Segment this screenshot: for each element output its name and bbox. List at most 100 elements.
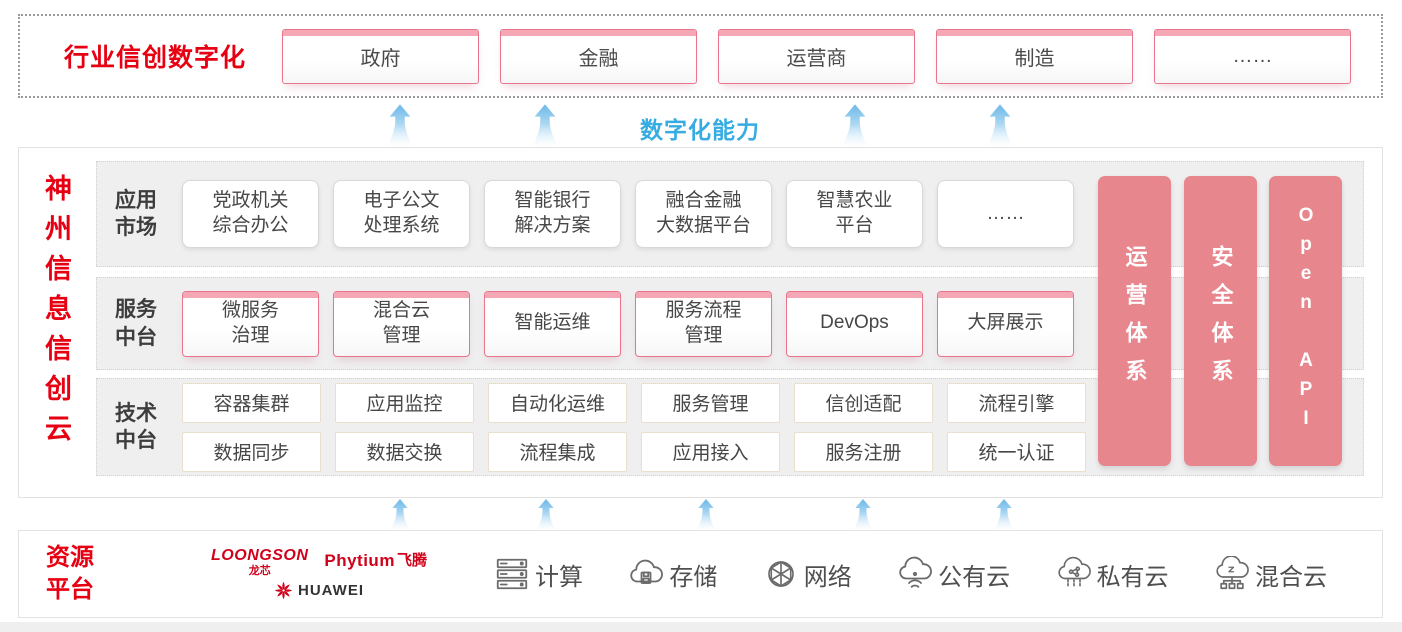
box-line: DevOps [820,312,889,334]
up-arrow-icon [531,104,559,148]
tech-box: 应用监控 [335,382,474,423]
hybrid-cloud-icon [1216,556,1249,590]
bar-label: 安全体系 [1208,245,1234,397]
up-arrow-icon [986,104,1014,148]
huawei-logo: HUAWEI [274,581,364,600]
resource-item-label: 混合云 [1254,563,1327,591]
row-label-tech: 技术中台 [115,401,157,452]
huawei-flower-icon [274,581,293,600]
box-line: 大屏展示 [967,312,1044,334]
resource-item-public-cloud: 公有云 [897,556,1010,592]
tech-box: 数据同步 [182,431,321,472]
app-box: 智能银行 解决方案 [484,180,621,248]
box-line: 智能运维 [514,312,591,334]
up-arrow-icon [841,104,869,148]
industry-box-finance: 金融 [500,28,697,84]
resource-item-label: 公有云 [938,563,1011,591]
box-line: 服务流程 [665,299,742,321]
resource-item-label: 存储 [669,563,718,591]
tech-box: 数据交换 [335,431,474,472]
up-arrow-icon [853,499,873,531]
compute-icon [496,558,528,590]
box-line: 微服务 [221,299,279,321]
box-line: 管理 [382,324,421,346]
platform-container: 神州信息信创云 应用市场 党政机关 综合办公 电子公文 处理系统 智能银行 解决… [18,147,1383,498]
tech-line-2: 数据同步 数据交换 流程集成 应用接入 服务注册 统一认证 [182,431,1086,472]
box-line: 管理 [684,324,723,346]
resource-item-hybrid-cloud: 混合云 [1214,556,1327,592]
up-arrow-icon [386,104,414,148]
tech-box: 容器集群 [182,382,321,423]
tech-box: 服务管理 [641,382,780,423]
up-arrow-icon [390,499,410,531]
box-line: 电子公文 [363,190,440,212]
tech-box: 流程集成 [488,431,627,472]
up-arrow-icon [696,499,716,531]
industry-box-more: …… [1154,28,1351,84]
tech-box: 服务注册 [794,431,933,472]
capability-label: 数字化能力 [640,117,760,143]
box-line: 治理 [231,324,270,346]
box-line: …… [986,202,1025,224]
industry-boxes: 政府 金融 运营商 制造 …… [282,28,1351,84]
resource-item-compute: 计算 [494,556,583,592]
phytium-logo: Phytium 飞腾 [324,552,427,569]
box-line: 智慧农业 [816,190,893,212]
row-label-app-market: 应用市场 [115,188,157,239]
bar-label: 运营体系 [1122,245,1148,397]
box-line: 解决方案 [514,215,591,236]
resource-item-label: 网络 [803,563,852,591]
resource-items: 计算 存储 网络 [494,556,1327,592]
phytium-logo-sub: 飞腾 [396,552,427,569]
private-cloud-icon [1057,556,1091,589]
tech-box: 信创适配 [794,382,933,423]
industry-box-label: 金融 [578,47,619,70]
app-box: 融合金融 大数据平台 [635,180,772,248]
tech-box: 自动化运维 [488,382,627,423]
vendor-row: LOONGSON 龙芯 Phytium 飞腾 [211,548,427,577]
industry-box-label: 制造 [1014,47,1055,70]
bar-label: Open API [1295,205,1317,437]
box-line: 综合办公 [212,215,289,236]
phytium-logo-text: Phytium [324,551,395,570]
tech-box: 统一认证 [947,431,1086,472]
box-line: 混合云 [372,299,430,321]
industry-box-label: 政府 [360,47,401,70]
industry-box-manufacturing: 制造 [936,28,1133,84]
industry-band: 行业信创数字化 政府 金融 运营商 制造 …… [18,14,1383,98]
app-box: 智慧农业 平台 [786,180,923,248]
service-box: 混合云 管理 [333,290,470,357]
industry-box-government: 政府 [282,28,479,84]
box-line: 融合金融 [665,190,742,212]
app-box: 电子公文 处理系统 [333,180,470,248]
service-box: 服务流程 管理 [635,290,772,357]
box-line: 处理系统 [363,215,440,236]
box-line: 平台 [835,215,874,236]
up-arrow-icon [994,499,1014,531]
industry-box-label: …… [1232,44,1273,67]
tech-boxes: 容器集群 应用监控 自动化运维 服务管理 信创适配 流程引擎 数据同步 数据交换… [182,382,1086,472]
operation-system-bar: 运营体系 [1098,176,1171,466]
resource-item-private-cloud: 私有云 [1056,556,1169,592]
tech-line-1: 容器集群 应用监控 自动化运维 服务管理 信创适配 流程引擎 [182,382,1086,423]
service-boxes: 微服务 治理 混合云 管理 智能运维 服务流程 管理 DevOps 大屏展示 [182,290,1074,357]
industry-title: 行业信创数字化 [64,44,247,72]
service-platform-panel: 服务中台 微服务 治理 混合云 管理 智能运维 服务流程 管理 DevOps 大… [96,277,1364,370]
resource-platform-band: 资源平台 LOONGSON 龙芯 Phytium 飞腾 [18,530,1383,618]
security-system-bar: 安全体系 [1184,176,1257,466]
loongson-logo-text: LOONGSON [211,547,309,564]
up-arrow-icon [536,499,556,531]
service-box: 大屏展示 [937,290,1074,357]
public-cloud-icon [899,556,933,588]
app-box-more: …… [937,180,1074,248]
resource-item-network: 网络 [763,556,852,592]
app-market-boxes: 党政机关 综合办公 电子公文 处理系统 智能银行 解决方案 融合金融 大数据平台… [182,180,1074,248]
storage-icon [630,559,664,584]
service-box-devops: DevOps [786,290,923,357]
box-line: 大数据平台 [655,215,751,236]
tech-platform-panel: 技术中台 容器集群 应用监控 自动化运维 服务管理 信创适配 流程引擎 数据同步… [96,378,1364,476]
loongson-logo-sub: 龙芯 [248,565,271,577]
box-line: 智能银行 [514,190,591,212]
service-box: 智能运维 [484,290,621,357]
service-box: 微服务 治理 [182,290,319,357]
